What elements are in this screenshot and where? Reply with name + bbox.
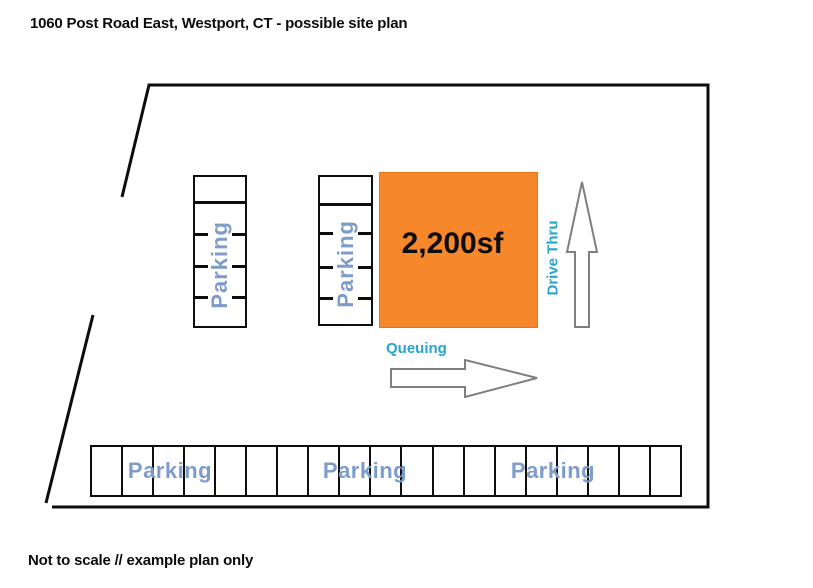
parking-space <box>462 447 494 495</box>
building-footprint: 2,200sf <box>379 172 538 328</box>
parking-space <box>307 447 338 495</box>
strip-dash-divider <box>320 297 371 300</box>
bottom-row-parking-label: Parking <box>127 458 213 483</box>
building-area-label: 2,200sf <box>401 227 504 260</box>
parking-space <box>524 447 556 495</box>
strip-dash-divider <box>195 296 245 299</box>
parking-space <box>493 447 525 495</box>
parking-strip-middle: Parking <box>318 175 373 326</box>
parking-space <box>183 447 214 495</box>
strip-dash-divider <box>195 233 245 236</box>
bottom-row-parking-label: Parking <box>510 458 596 483</box>
parking-space <box>648 447 680 495</box>
parking-space <box>121 447 152 495</box>
strip-parking-label: Parking <box>332 219 358 308</box>
parking-space <box>245 447 276 495</box>
strip-dash-divider <box>195 265 245 268</box>
parking-space <box>92 447 121 495</box>
parking-space <box>276 447 307 495</box>
bottom-row-parking-label: Parking <box>322 458 408 483</box>
parking-space <box>617 447 649 495</box>
queuing-arrow-icon <box>390 359 538 398</box>
strip-divider <box>195 201 245 204</box>
strip-dash-divider <box>320 232 371 235</box>
property-line-main <box>52 83 710 509</box>
parking-space <box>214 447 245 495</box>
drive-thru-arrow-icon <box>566 181 598 328</box>
parking-strip-left: Parking <box>193 175 247 328</box>
parking-space <box>400 447 431 495</box>
parking-space <box>369 447 400 495</box>
parking-space <box>555 447 587 495</box>
page-title: 1060 Post Road East, Westport, CT - poss… <box>30 15 408 32</box>
bottom-parking-row <box>90 445 682 497</box>
parking-space <box>338 447 369 495</box>
strip-parking-label: Parking <box>207 220 232 309</box>
footer-note: Not to scale // example plan only <box>28 552 254 569</box>
property-line-entrance-segment <box>44 314 95 504</box>
strip-divider <box>320 203 371 206</box>
parking-space <box>586 447 618 495</box>
parking-space <box>152 447 183 495</box>
parking-space <box>431 447 463 495</box>
drive-thru-label: Drive Thru <box>544 220 562 296</box>
strip-dash-divider <box>320 266 371 269</box>
queuing-label: Queuing <box>386 340 447 357</box>
